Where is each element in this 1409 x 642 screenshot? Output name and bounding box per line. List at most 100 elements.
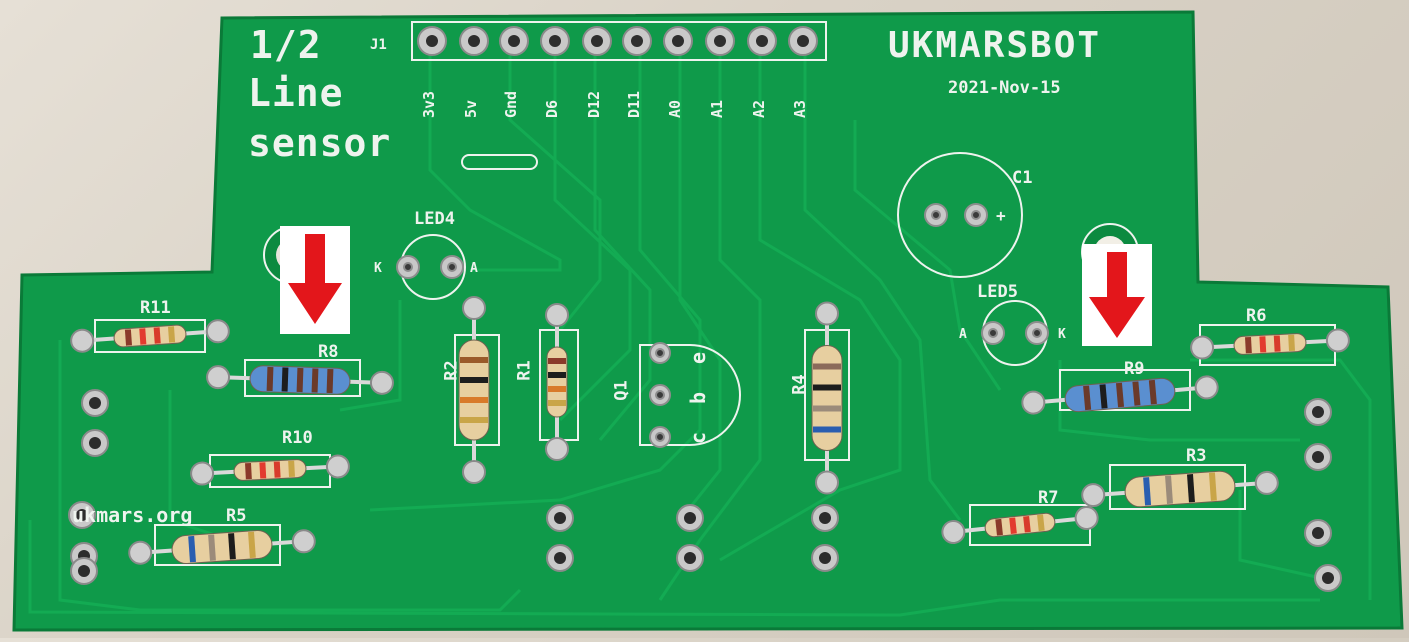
resistor-band (548, 358, 566, 364)
transistor-q1-outline (639, 344, 741, 446)
solder-joint (941, 520, 966, 545)
through-hole-pad-hole (684, 512, 696, 524)
through-hole-pad-hole (1312, 406, 1324, 418)
header-pad-hole (714, 35, 726, 47)
resistor-band (1245, 336, 1252, 354)
resistor-r6 (1190, 328, 1350, 360)
resistor-r9 (1021, 375, 1219, 415)
copper-traces (28, 40, 1372, 617)
resistor-body (458, 339, 490, 441)
resistor-body (233, 459, 307, 481)
ref-r8: R8 (318, 342, 339, 362)
ref-r2: R2 (441, 360, 462, 381)
header-pad-hole (508, 35, 520, 47)
solder-joint (815, 470, 839, 495)
through-hole-pad-hole (1312, 451, 1324, 463)
resistor-r4 (811, 301, 843, 495)
ref-r10: R10 (282, 428, 313, 448)
resistor-band (228, 533, 236, 560)
pin-label: D12 (585, 90, 603, 118)
solder-joint (1081, 483, 1106, 508)
header-pad-hole (426, 35, 438, 47)
ref-r3: R3 (1186, 446, 1207, 466)
resistor-r3 (1081, 470, 1279, 508)
annotation-arrows (280, 226, 1152, 346)
resistor-band (1208, 472, 1217, 501)
led5-pin-k: K (1058, 327, 1066, 342)
resistor-band (188, 535, 196, 563)
resistor-band (1187, 474, 1195, 503)
solder-joint (205, 319, 230, 344)
resistor-band (245, 462, 252, 480)
resistor-band (1009, 517, 1017, 535)
resistor-band (1165, 475, 1173, 504)
resistor-r5 (128, 529, 316, 565)
slot-silkscreen (461, 154, 538, 170)
down-arrow (288, 234, 342, 324)
through-hole-pad-hole (684, 552, 696, 564)
through-hole-pad-hole (819, 552, 831, 564)
resistor-band (167, 326, 176, 343)
ref-q1: Q1 (611, 380, 632, 401)
resistor-band (259, 462, 267, 479)
resistor-band (1273, 335, 1281, 352)
resistor-band (153, 327, 161, 344)
resistor-band (1037, 514, 1045, 532)
resistor-r8 (206, 365, 394, 395)
ref-r7: R7 (1038, 488, 1059, 508)
header-pad-hole (631, 35, 643, 47)
resistor-band (1083, 385, 1092, 411)
pin-label: 3v3 (420, 90, 438, 118)
resistor-band (460, 377, 488, 383)
ref-r4: R4 (789, 374, 810, 395)
solder-joint (325, 454, 350, 479)
solder-joint (1190, 335, 1215, 360)
led-pads (396, 203, 1049, 448)
solder-joint (815, 301, 839, 326)
through-hole-pads (68, 389, 1342, 592)
through-hole-pad-hole (554, 512, 566, 524)
resistor-r2 (458, 296, 490, 484)
resistor-body (546, 346, 568, 418)
resistor-band (813, 405, 841, 412)
resistor-r7 (941, 505, 1099, 545)
ref-r5: R5 (226, 506, 247, 526)
ref-r6: R6 (1246, 306, 1267, 326)
pcb-board (12, 10, 1404, 632)
board-name-line3: sensor (248, 121, 392, 165)
resistor-band (460, 417, 488, 423)
q1-pin-b: b (686, 391, 711, 405)
resistor-band (1099, 384, 1108, 409)
resistor-band (548, 372, 566, 378)
resistor-band (266, 366, 274, 392)
resistor-band (248, 531, 256, 559)
q1-pin-e: e (686, 351, 711, 365)
through-hole-pad-hole (78, 565, 90, 577)
board-name-line2: Line (248, 71, 344, 115)
ref-r9: R9 (1124, 359, 1145, 379)
ref-r1: R1 (514, 360, 535, 381)
resistor-band (1115, 382, 1125, 408)
solder-joint (206, 365, 231, 390)
resistor-band (208, 534, 216, 561)
connector-ref-j1: J1 (370, 37, 387, 53)
led5-pin-a: A (959, 327, 967, 342)
resistor-band (1259, 336, 1267, 353)
pin-label: A2 (750, 99, 768, 118)
resistor-band (995, 518, 1003, 536)
ref-r11: R11 (140, 298, 171, 318)
ref-led5: LED5 (977, 282, 1018, 302)
through-hole-pad-hole (1322, 572, 1334, 584)
header-pad-hole (672, 35, 684, 47)
resistor-band (1143, 477, 1152, 506)
pin-label: A1 (708, 99, 726, 118)
ref-led4: LED4 (414, 209, 455, 229)
solder-joint (1254, 470, 1279, 495)
resistor-band (311, 368, 319, 393)
through-hole-pad-hole (89, 397, 101, 409)
capacitor-c1-outline (897, 152, 1023, 278)
resistor-body (811, 345, 843, 451)
components-layer (70, 296, 1350, 565)
header-pad-hole (797, 35, 809, 47)
